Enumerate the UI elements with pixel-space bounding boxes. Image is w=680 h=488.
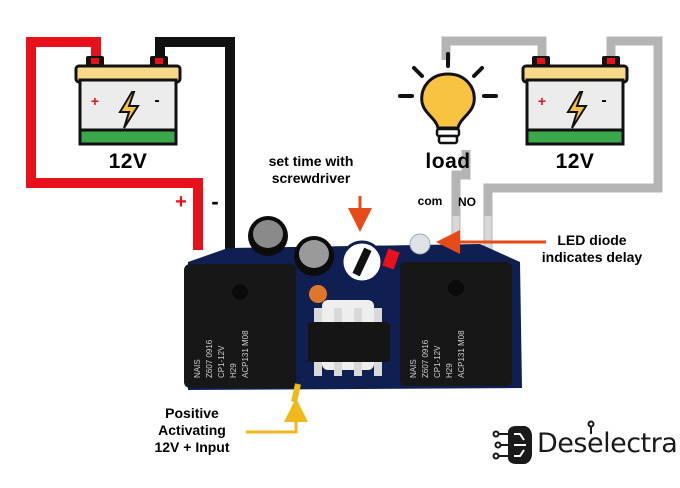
- relay-right-marking-2: Z607 0916: [421, 339, 430, 378]
- relay-right-marking-4: H29: [445, 363, 454, 378]
- relay-left-marking-4: H29: [229, 363, 238, 378]
- relay-left-marking-2: Z607 0916: [205, 339, 214, 378]
- load-to-com-wire: [451, 150, 471, 250]
- lightbulb-icon: [398, 52, 498, 145]
- positive-wire: [26, 37, 203, 250]
- load-label: load: [425, 150, 471, 173]
- ic-chip: [308, 322, 390, 362]
- deselectra-logo-icon: [492, 420, 595, 464]
- battery-right-icon: [521, 56, 629, 146]
- negative-wire: [155, 37, 235, 250]
- input-note-line2: Activating: [158, 422, 226, 438]
- relay-left-marking-1: NAIS: [193, 359, 202, 378]
- timer-module: [184, 216, 522, 403]
- relay-left: [184, 264, 296, 388]
- screwdriver-note-line2: screwdriver: [271, 170, 351, 186]
- load-to-battery-wire: [441, 36, 547, 60]
- relay-right-marking-3: CP1-12V: [433, 345, 442, 378]
- relay-left-marking-3: CP1-12V: [217, 345, 226, 378]
- led-note-line1: LED diode: [557, 232, 627, 248]
- input-plus-terminal: +: [175, 191, 187, 213]
- battery-return-wire: [483, 36, 663, 250]
- com-terminal-label: com: [417, 194, 443, 208]
- left-wiring: [26, 37, 235, 250]
- battery-right-voltage: 12V: [555, 150, 595, 173]
- input-note-line3: 12V + Input: [154, 439, 230, 455]
- battery-left-icon: [74, 56, 182, 146]
- relay-right-marking-5: ACP131 M08: [457, 330, 466, 378]
- brand-name: Deselectra: [537, 428, 678, 459]
- input-minus-terminal: -: [211, 189, 219, 214]
- input-note-line1: Positive: [165, 405, 219, 421]
- battery-left-minus: -: [154, 92, 160, 109]
- no-terminal-label: NO: [458, 195, 476, 209]
- battery-left-plus: +: [90, 93, 100, 109]
- relay-right: [400, 262, 512, 386]
- battery-right-minus: -: [601, 92, 607, 109]
- relay-right-marking-1: NAIS: [409, 359, 418, 378]
- screwdriver-note-line1: set time with: [268, 153, 354, 169]
- led-note: LED diode indicates delay: [518, 232, 666, 266]
- led: [409, 233, 431, 255]
- battery-right-plus: +: [537, 93, 547, 109]
- input-note: Positive Activating 12V + Input: [140, 405, 244, 456]
- screwdriver-note: set time with screwdriver: [246, 153, 376, 187]
- led-note-line2: indicates delay: [541, 249, 643, 265]
- relay-left-marking-5: ACP131 M08: [241, 330, 250, 378]
- input-arrow: [246, 398, 308, 434]
- battery-left-voltage: 12V: [108, 150, 148, 173]
